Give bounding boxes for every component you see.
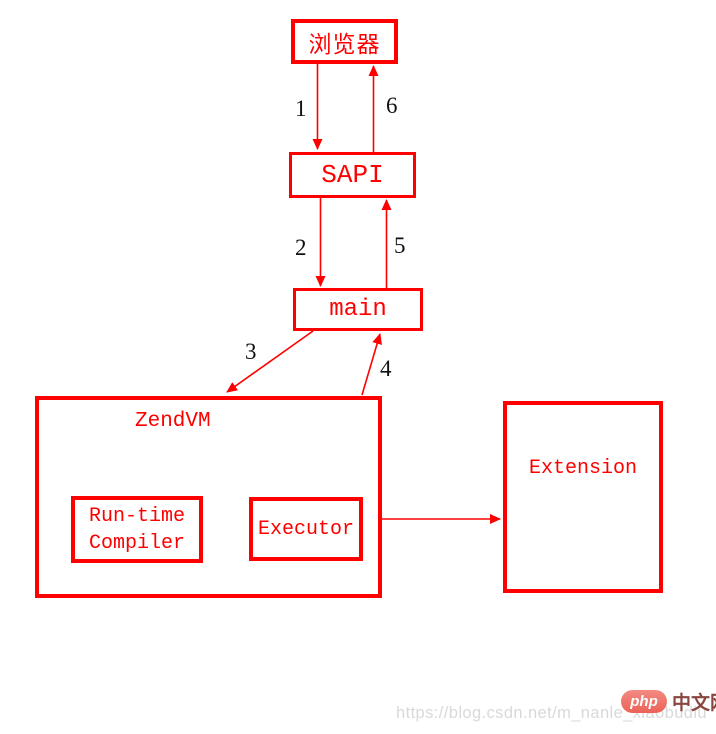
node-sapi-label: SAPI <box>321 160 384 190</box>
node-main: main <box>293 288 423 331</box>
arrow-zendvm-to-main <box>361 333 382 396</box>
edge-label-3: 3 <box>245 339 257 364</box>
php-logo-badge-icon: php <box>621 690 667 713</box>
node-executor-label: Executor <box>257 517 354 541</box>
php-site-logo: php 中文网 <box>621 688 716 715</box>
node-extension: Extension <box>503 401 663 593</box>
edge-label-2: 2 <box>295 235 307 260</box>
edge-label-6: 6 <box>386 93 398 118</box>
node-browser-label: 浏览器 <box>308 30 381 57</box>
edge-label-5: 5 <box>394 233 406 258</box>
edge-label-4: 4 <box>380 356 392 381</box>
node-executor: Executor <box>249 497 363 561</box>
node-runtime-compiler-label-line1: Run-time <box>88 505 185 528</box>
node-browser: 浏览器 <box>291 19 398 64</box>
node-zendvm-label: ZendVM <box>135 410 211 433</box>
edge-label-1: 1 <box>295 96 307 121</box>
node-extension-label: Extension <box>528 457 638 480</box>
node-main-label: main <box>329 296 387 323</box>
arrow-main-to-zendvm <box>226 330 314 393</box>
node-runtime-compiler-label-line2: Compiler <box>88 532 185 555</box>
node-runtime-compiler: Run-time Compiler <box>71 496 203 563</box>
node-sapi: SAPI <box>289 152 416 198</box>
php-logo-site-text: 中文网 <box>672 693 716 714</box>
